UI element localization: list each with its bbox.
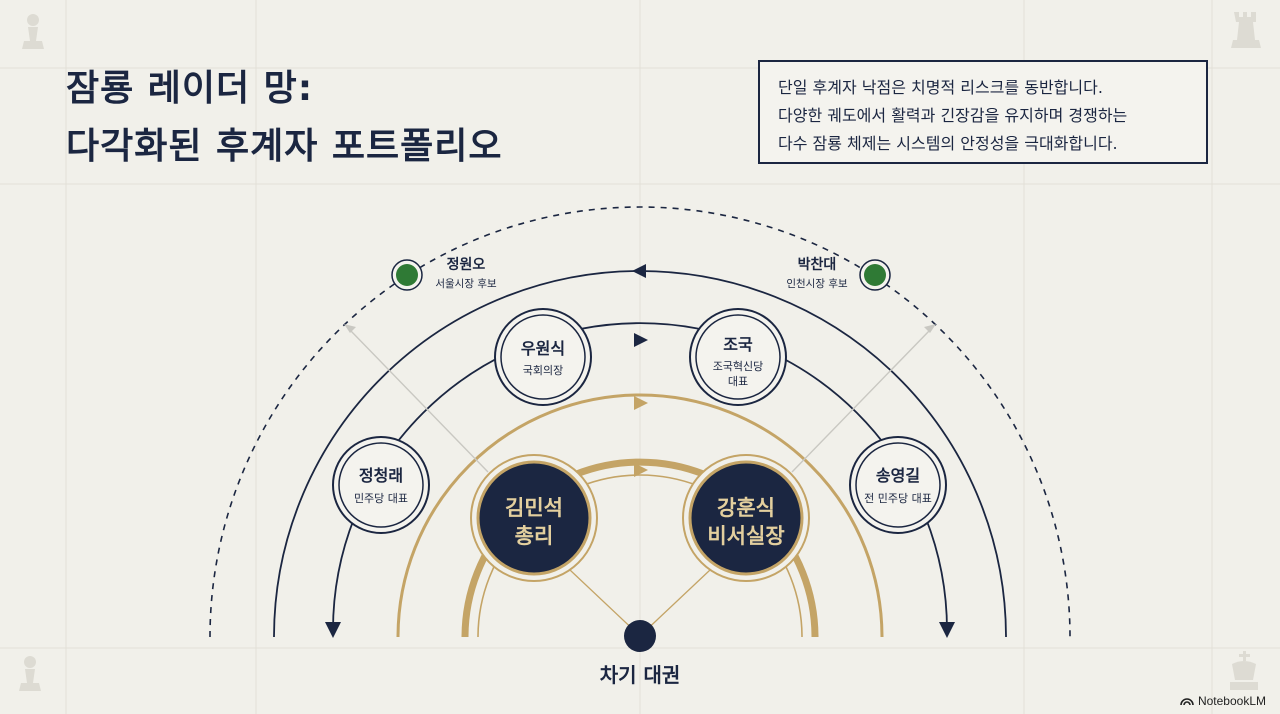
orbit-arrow-down-left-icon [325,622,341,638]
orbit-arrow-left-icon [632,264,646,278]
candidate-name: 정원오 [447,256,486,273]
callout-box: 단일 후계자 낙점은 치명적 리스크를 동반합니다. 다양한 궤도에서 활력과 … [758,60,1208,164]
rising-arrow-right-icon [924,324,936,333]
gold-orbit-outer [396,393,884,638]
inner-candidate-kim[interactable]: 김민석 총리 [470,454,598,582]
candidate-name: 박찬대 [798,256,837,273]
center-label: 차기 대권 [600,663,681,687]
gold-arrow-right-icon [634,396,648,410]
center-node [624,620,656,652]
middle-candidate-cho[interactable]: 조국 조국혁신당 대표 [689,308,787,406]
candidate-name: 정청래 [359,466,403,485]
gold-arrow-right-icon-inner [634,463,648,477]
candidate-role: 국회의장 [523,364,563,377]
candidate-name: 김민석 [505,496,563,520]
brand-watermark: NotebookLM [1180,694,1266,708]
middle-candidate-song[interactable]: 송영길 전 민주당 대표 [849,436,947,534]
callout-line-2: 다양한 궤도에서 활력과 긴장감을 유지하며 경쟁하는 [778,106,1128,125]
candidate-role: 전 민주당 대표 [864,492,932,505]
middle-candidate-jung[interactable]: 정청래 민주당 대표 [332,436,430,534]
candidate-role: 총리 [515,524,554,548]
pawn-icon-top-left [22,14,44,49]
outer-candidate-park[interactable]: 박찬대 인천시장 후보 [786,256,891,291]
notebooklm-logo-icon [1180,698,1194,706]
pawn-icon-bottom-left [19,656,41,691]
candidate-name: 강훈식 [717,496,775,520]
inner-candidate-kang[interactable]: 강훈식 비서실장 [682,454,810,582]
candidate-role: 비서실장 [707,524,784,548]
title-line-2: 다각화된 후계자 포트폴리오 [66,126,503,167]
candidate-name: 우원식 [521,339,565,358]
middle-candidate-woo[interactable]: 우원식 국회의장 [494,308,592,406]
outer-dashed-orbit [209,206,1071,638]
brand-label: NotebookLM [1197,694,1266,708]
center-connectors [569,569,711,637]
candidate-role: 인천시장 후보 [786,278,848,290]
candidate-name: 송영길 [876,466,920,485]
title-line-1: 잠룡 레이더 망: [66,68,314,109]
candidate-role: 서울시장 후보 [435,278,497,290]
page-title: 잠룡 레이더 망: 다각화된 후계자 포트폴리오 [66,60,503,176]
rook-icon-top-right [1231,12,1261,48]
candidate-role: 민주당 대표 [354,492,408,505]
king-icon-bottom-right [1230,651,1258,690]
outer-candidate-jeong[interactable]: 정원오 서울시장 후보 [391,256,497,291]
rising-arrows [349,329,931,473]
callout-line-1: 단일 후계자 낙점은 치명적 리스크를 동반합니다. [778,78,1103,97]
rising-arrow-left-icon [344,324,356,333]
candidate-role-line2: 대표 [728,375,748,388]
candidate-name: 조국 [723,335,753,354]
callout-line-3: 다수 잠룡 체제는 시스템의 안정성을 극대화합니다. [778,134,1118,153]
candidate-role: 조국혁신당 [713,360,764,373]
orbit-arrow-down-right-icon [939,622,955,638]
orbit-arrow-right-icon [634,333,648,347]
